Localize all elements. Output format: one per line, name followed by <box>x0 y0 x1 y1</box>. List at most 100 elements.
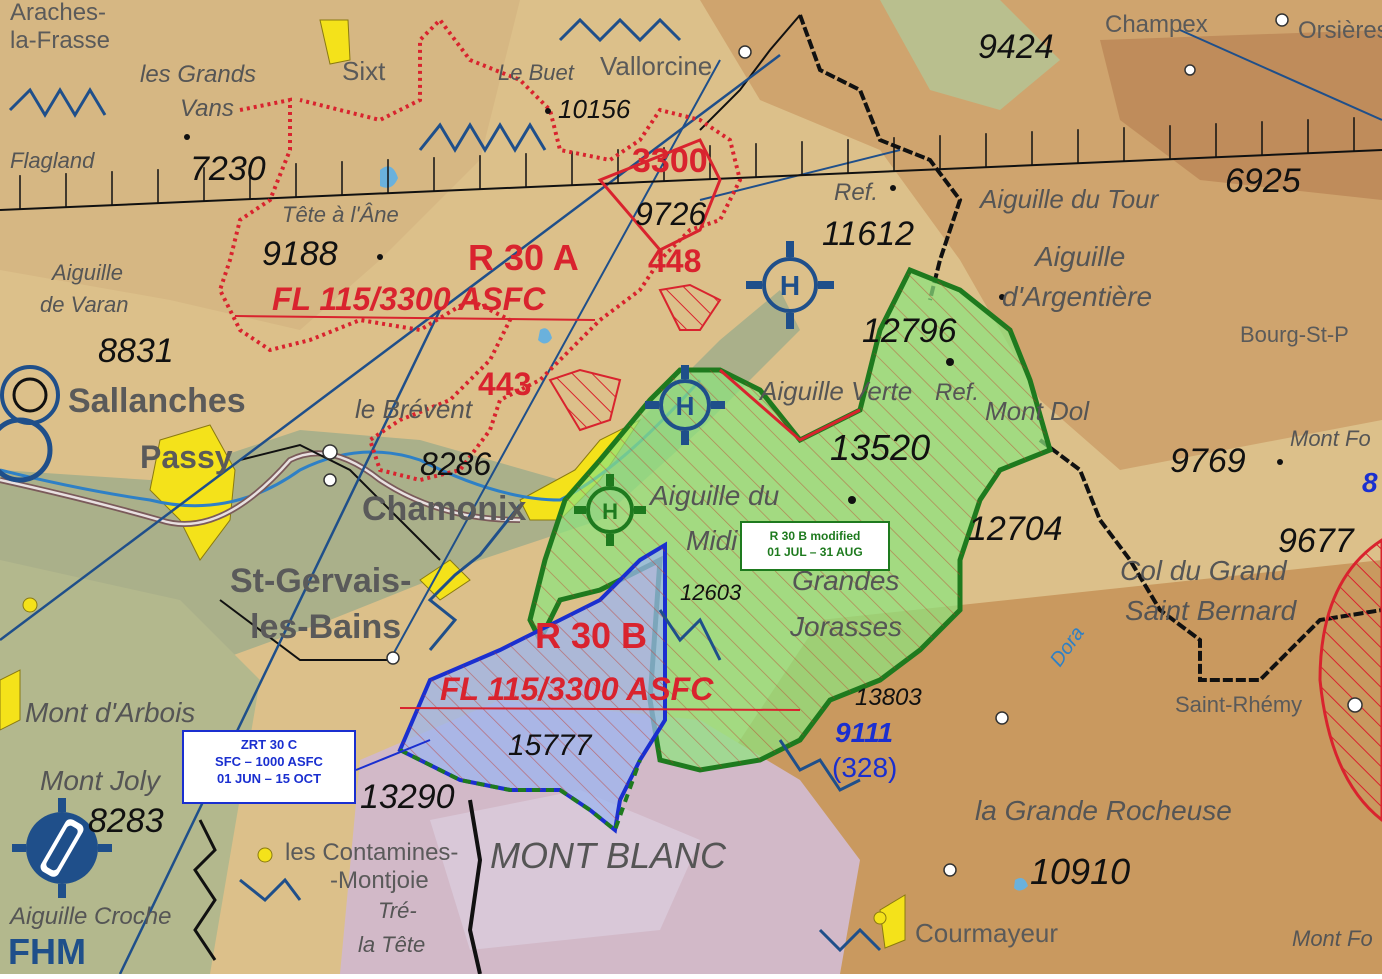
aiguille-verte-notch <box>719 368 861 442</box>
restricted-zone-east <box>1318 538 1382 822</box>
place-jorasses: Jorasses <box>789 611 902 642</box>
elevation-12704: 12704 <box>968 510 1063 548</box>
border-south <box>467 799 483 975</box>
place-aiguille-verte: Aiguille Verte <box>758 376 912 406</box>
place-midi: Midi <box>686 525 738 556</box>
place-aiguille-2: Aiguille <box>1033 241 1125 272</box>
airway-orsieres <box>1179 29 1382 121</box>
r30a-alt-3300: 3300 <box>632 142 708 180</box>
place-tre: Tré- <box>378 898 417 923</box>
elevation-9769: 9769 <box>1170 442 1246 480</box>
svg-text:H: H <box>780 270 800 301</box>
yellow-points <box>22 597 887 925</box>
town-la-frasse: la-Frasse <box>10 27 110 54</box>
town-vallorcine: Vallorcine <box>600 51 712 81</box>
heliport-icon[interactable]: H <box>746 241 834 329</box>
elevation-7230: 7230 <box>190 150 266 188</box>
r30b-limit-line <box>399 707 801 711</box>
place-mont-fo-2: Mont Fo <box>1292 926 1373 951</box>
r30a-alt-448: 448 <box>648 243 701 279</box>
zigzag-southwest <box>193 819 217 961</box>
zrt30c-callout[interactable]: ZRT 30 C SFC – 1000 ASFC 01 JUN – 15 OCT <box>182 730 356 804</box>
elevation-9188: 9188 <box>262 235 338 273</box>
border-valley-black <box>239 443 441 561</box>
zrt30c-callout-line <box>355 739 431 771</box>
r30b-limits: FL 115/3300 ASFC <box>440 671 714 707</box>
road-main-inner <box>0 452 521 526</box>
zigzag-south <box>778 739 861 792</box>
heliport-icon[interactable]: H <box>574 474 646 546</box>
zrt30c-hatch <box>400 545 665 830</box>
elevation-12603: 12603 <box>680 580 742 605</box>
r30b-modified-dates: 01 JUL – 31 AUG <box>767 544 863 559</box>
elevation-12796: 12796 <box>862 312 957 350</box>
urban-st-gervais <box>419 559 471 601</box>
elevation-9677: 9677 <box>1278 522 1355 560</box>
place-mont-darbois: Mont d'Arbois <box>25 697 195 728</box>
place-aiguille-du: Aiguille du <box>648 480 780 511</box>
town-passy: Passy <box>140 439 233 475</box>
place-aiguille-croche: Aiguille Croche <box>8 903 171 930</box>
elevation-8831: 8831 <box>98 332 174 370</box>
zigzag-southwest-2 <box>239 877 302 903</box>
elevation-13290: 13290 <box>360 778 455 816</box>
town-st-gervais: St-Gervais- <box>230 562 411 600</box>
zigzag-north <box>418 122 547 153</box>
place-saint-bernard: Saint Bernard <box>1125 595 1298 626</box>
heliport-icon[interactable]: H <box>645 365 725 445</box>
terrain-ridge <box>0 0 520 330</box>
valley-north <box>880 0 1060 110</box>
elevation-8-partial: 8 <box>1362 467 1378 498</box>
border-vallorcine <box>699 14 801 131</box>
zigzag-north-2 <box>558 17 682 43</box>
place-aiguille: Aiguille <box>50 260 123 285</box>
r30a-inner <box>597 138 722 252</box>
r30a-limit-line <box>234 315 596 321</box>
place-le-brevent: le Brévent <box>355 394 474 424</box>
airway-1 <box>118 309 442 975</box>
place-mont-dol: Mont Dol <box>985 396 1090 426</box>
place-col-du-grand: Col du Grand <box>1120 555 1288 586</box>
zigzag-valley <box>427 504 522 651</box>
zigzag-west <box>8 87 107 118</box>
town-araches: Araches- <box>10 0 106 26</box>
peak-dots <box>184 108 1283 504</box>
r30b-modified-callout[interactable]: R 30 B modified 01 JUL – 31 AUG <box>740 521 890 571</box>
town-sixt: Sixt <box>342 56 386 86</box>
town-les-bains: les-Bains <box>250 608 401 646</box>
place-vans: Vans <box>180 95 234 122</box>
lake-1 <box>380 166 398 188</box>
zrt30c-title: ZRT 30 C <box>240 737 298 752</box>
place-mont-blanc: MONT BLANC <box>490 835 727 876</box>
urban-passy <box>149 424 236 561</box>
place-argentiere: d'Argentière <box>1002 281 1152 312</box>
town-saint-rhemy: Saint-Rhémy <box>1175 692 1302 717</box>
zrt30c-dates: 01 JUN – 15 OCT <box>216 770 322 786</box>
spot-markers <box>322 13 1363 877</box>
elevation-10910: 10910 <box>1030 851 1130 892</box>
elevation-6925: 6925 <box>1225 162 1301 200</box>
town-champex: Champex <box>1105 11 1208 38</box>
town-les-contamines: les Contamines- <box>285 839 458 866</box>
boundary-tick-line <box>0 149 1382 211</box>
place-mont-joly: Mont Joly <box>40 765 162 796</box>
elevation-11612: 11612 <box>822 215 914 253</box>
elevation-13803: 13803 <box>855 684 922 711</box>
airfield-icon[interactable] <box>12 798 112 898</box>
town-montjoie: -Montjoie <box>330 867 429 894</box>
border-italy <box>1038 438 1382 682</box>
elevation-9424: 9424 <box>978 28 1054 66</box>
airway-3 <box>389 59 721 661</box>
place-grande-rocheuse: la Grande Rocheuse <box>975 795 1232 826</box>
svg-text:H: H <box>676 391 695 421</box>
place-le-buet: Le Buet <box>498 60 575 85</box>
vor-icon[interactable] <box>0 417 53 483</box>
r30a-alt-443: 443 <box>478 366 531 402</box>
town-chamonix: Chamonix <box>362 490 526 528</box>
lake-3 <box>1014 878 1028 891</box>
r30a-name: R 30 A <box>468 237 579 278</box>
place-flagland: Flagland <box>10 148 95 173</box>
town-courmayeur: Courmayeur <box>915 918 1058 948</box>
